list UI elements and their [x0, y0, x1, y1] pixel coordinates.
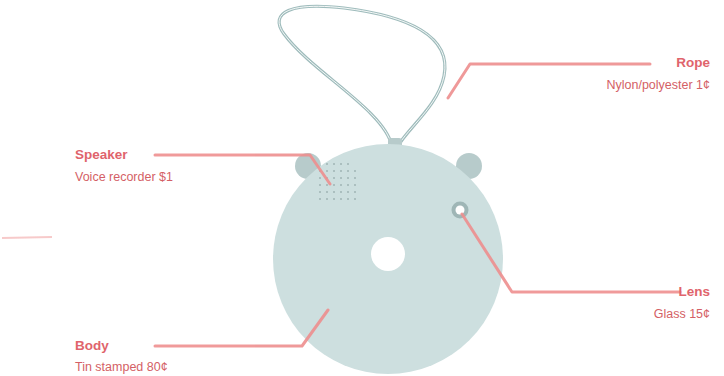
- grille-dot: [326, 170, 328, 172]
- stray-stroke: [2, 237, 52, 238]
- grille-dot: [340, 191, 342, 193]
- part-material: Voice recorder $1: [75, 169, 173, 185]
- leader-line: [462, 214, 680, 292]
- grille-dot: [340, 163, 342, 165]
- grille-dot: [319, 184, 321, 186]
- grille-dot: [333, 191, 335, 193]
- grille-dot: [326, 198, 328, 200]
- grille-dot: [333, 198, 335, 200]
- grille-dot: [354, 184, 356, 186]
- part-name: Speaker: [75, 147, 128, 163]
- grille-dot: [333, 170, 335, 172]
- speaker-grille: [319, 163, 356, 200]
- grille-dot: [333, 184, 335, 186]
- lens-ring: [452, 202, 469, 219]
- grille-dot: [347, 191, 349, 193]
- grille-dot: [340, 170, 342, 172]
- leader-line: [155, 155, 330, 184]
- grille-dot: [333, 177, 335, 179]
- center-hole: [371, 237, 405, 271]
- part-material: Nylon/polyester 1¢: [606, 77, 710, 93]
- part-name: Rope: [676, 55, 710, 71]
- grille-dot: [326, 163, 328, 165]
- grille-dot: [326, 191, 328, 193]
- grille-dot: [347, 163, 349, 165]
- rope-highlight: [279, 6, 445, 146]
- grille-dot: [319, 191, 321, 193]
- leader-line: [155, 310, 328, 346]
- grille-dot: [354, 170, 356, 172]
- grille-dot: [333, 163, 335, 165]
- grille-dot: [347, 177, 349, 179]
- grille-dot: [354, 191, 356, 193]
- grille-dot: [340, 198, 342, 200]
- grille-dot: [347, 184, 349, 186]
- part-material: Glass 15¢: [654, 306, 710, 322]
- rope-loop: [279, 6, 445, 146]
- grille-dot: [347, 198, 349, 200]
- part-name: Body: [75, 338, 109, 354]
- grille-dot: [354, 198, 356, 200]
- part-name: Lens: [678, 284, 710, 300]
- grille-dot: [354, 177, 356, 179]
- grille-dot: [326, 184, 328, 186]
- grille-dot: [340, 177, 342, 179]
- grille-dot: [319, 198, 321, 200]
- grille-dot: [347, 170, 349, 172]
- grille-dot: [340, 184, 342, 186]
- part-material: Tin stamped 80¢: [75, 359, 168, 375]
- grille-dot: [319, 177, 321, 179]
